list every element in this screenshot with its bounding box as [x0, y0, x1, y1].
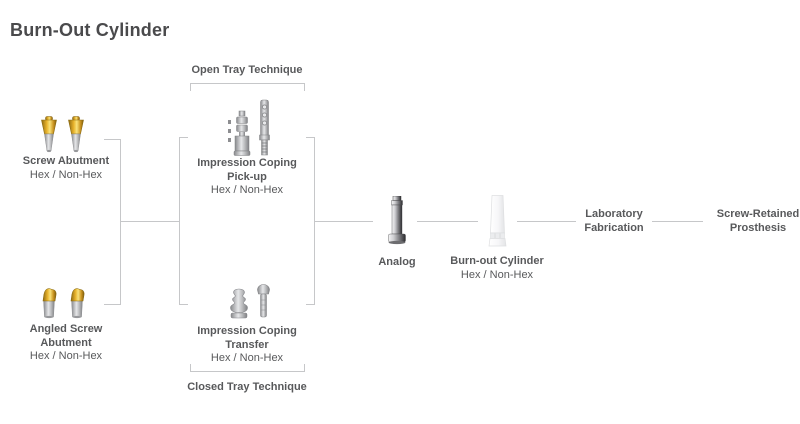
- connector-line: [120, 221, 179, 222]
- open-tray-bracket: [190, 83, 305, 91]
- impression-coping-pickup-label: Impression Coping Pick-up Hex / Non-Hex: [172, 157, 322, 198]
- impression-coping-pickup-body-icon: [228, 110, 251, 156]
- node-name: Abutment: [40, 336, 92, 349]
- closed-tray-technique-label: Closed Tray Technique: [187, 381, 307, 393]
- burnout-cylinder-label: Burn-out Cylinder Hex / Non-Hex: [427, 255, 567, 282]
- angled-screw-abutment-label: Angled Screw Abutment Hex / Non-Hex: [8, 323, 124, 364]
- coping-group-open-bracket: [179, 137, 188, 305]
- closed-tray-bracket: [190, 364, 305, 372]
- screw-abutment-label: Screw Abutment Hex / Non-Hex: [8, 155, 124, 182]
- node-name: Screw Abutment: [22, 155, 110, 167]
- node-name: Fabrication: [584, 221, 644, 234]
- screw-retained-prosthesis-label: Screw-Retained Prosthesis: [708, 208, 800, 235]
- node-name: Burn-out Cylinder: [450, 255, 544, 267]
- node-name: Analog: [378, 256, 416, 268]
- burnout-cylinder-icon: [488, 195, 507, 247]
- node-name: Impression Coping: [197, 157, 297, 169]
- flow-line: [314, 221, 373, 222]
- impression-coping-transfer-icons: [227, 284, 271, 319]
- node-variant: Hex / Non-Hex: [29, 350, 103, 362]
- screw-abutment-icons: [38, 116, 87, 153]
- screw-abutment-icon: [41, 116, 57, 153]
- node-name: Prosthesis: [729, 221, 787, 234]
- node-variant: Hex / Non-Hex: [460, 268, 534, 281]
- screw-abutment-icon: [68, 116, 84, 153]
- impression-coping-transfer-label: Impression Coping Transfer Hex / Non-Hex: [172, 325, 322, 366]
- node-variant: Hex / Non-Hex: [210, 184, 284, 196]
- analog-label: Analog: [347, 256, 447, 270]
- flow-line: [652, 221, 703, 222]
- node-name: Impression Coping: [197, 325, 297, 337]
- impression-coping-transfer-screw-icon: [257, 284, 270, 318]
- node-variant: Hex / Non-Hex: [210, 352, 284, 364]
- node-name: Angled Screw: [29, 323, 103, 335]
- analog-icon: [388, 196, 406, 245]
- angled-screw-abutment-icon: [70, 288, 85, 319]
- node-variant: Hex / Non-Hex: [29, 168, 103, 181]
- flow-line: [517, 221, 576, 222]
- impression-coping-transfer-body-icon: [230, 288, 248, 319]
- impression-coping-pickup-icons: [226, 99, 272, 157]
- node-name: Transfer: [225, 338, 269, 351]
- impression-coping-pickup-screw-icon: [259, 99, 270, 156]
- node-name: Laboratory: [585, 208, 643, 220]
- abutment-group-bracket: [104, 139, 121, 305]
- flow-line: [417, 221, 478, 222]
- laboratory-fabrication-label: Laboratory Fabrication: [554, 208, 674, 235]
- burnout-cylinder-icons: [485, 195, 510, 248]
- angled-screw-abutment-icons: [37, 287, 89, 320]
- page-title: Burn-Out Cylinder: [10, 20, 170, 40]
- node-name: Screw-Retained: [716, 208, 800, 220]
- angled-screw-abutment-icon: [42, 288, 57, 319]
- open-tray-technique-label: Open Tray Technique: [191, 64, 303, 76]
- analog-icons: [384, 196, 410, 246]
- node-name: Pick-up: [227, 170, 267, 183]
